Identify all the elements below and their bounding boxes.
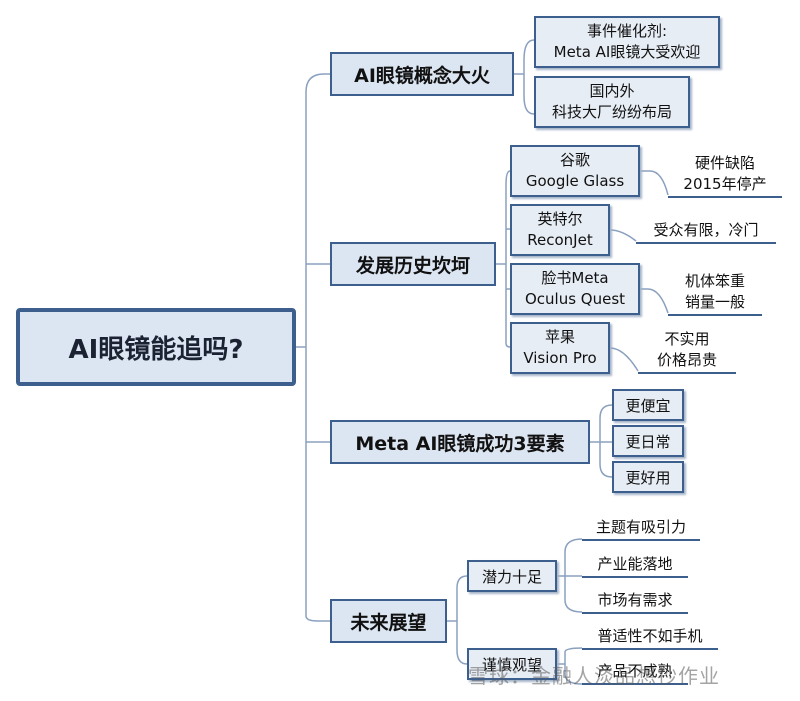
branch-history-label: 发展历史坎坷 (355, 254, 470, 277)
history-note-intel: 受众有限，冷门 (636, 216, 776, 244)
root-node-label: AI眼镜能追吗? (68, 334, 244, 365)
outlook-node-potential: 潜力十足 (467, 560, 557, 592)
outlook-note-appeal-text: 主题有吸引力 (595, 518, 686, 536)
concept-node-players-line-2: 科技大厂纷纷布局 (551, 103, 672, 121)
outlook-node-potential-label: 潜力十足 (481, 567, 542, 586)
history-node-intel-line-2: ReconJet (527, 231, 593, 249)
outlook-note-demand-text: 市场有需求 (597, 591, 673, 609)
branch-concept-label: AI眼镜概念大火 (354, 64, 490, 87)
watermark: 雪球：金融人淡品想抄作业 (468, 660, 720, 689)
concept-node-catalyst-line-2: Meta AI眼镜大受欢迎 (553, 43, 701, 61)
factor-node-cheaper-label: 更便宜 (625, 396, 671, 415)
outlook-note-maturity-text: 产品不成熟 (597, 662, 673, 680)
factor-node-usable-label: 更好用 (625, 468, 671, 487)
history-note-apple-line-1: 不实用 (664, 330, 710, 348)
history-note-meta: 机体笨重 销量一般 (668, 266, 762, 316)
history-note-apple-line-2: 价格昂贵 (656, 351, 717, 369)
history-node-apple-line-1: 苹果 (544, 328, 575, 346)
concept-node-players-line-1: 国内外 (589, 82, 635, 100)
branch-outlook: 未来展望 (330, 599, 447, 643)
concept-node-players: 国内外 科技大厂纷纷布局 (534, 76, 690, 128)
history-node-google-line-1: 谷歌 (559, 151, 590, 169)
history-note-apple: 不实用 价格昂贵 (638, 324, 736, 374)
factor-node-usable: 更好用 (612, 461, 684, 493)
root-node: AI眼镜能追吗? (16, 308, 296, 386)
factor-node-everyday-label: 更日常 (625, 432, 671, 451)
outlook-note-industry: 产业能落地 (582, 551, 688, 578)
history-node-meta-line-2: Oculus Quest (524, 290, 626, 308)
history-note-meta-line-2: 销量一般 (684, 293, 745, 311)
history-note-google-line-2: 2015年停产 (683, 175, 767, 193)
branch-factors-label: Meta AI眼镜成功3要素 (355, 432, 565, 455)
outlook-note-versatility: 普适性不如手机 (582, 622, 718, 650)
history-node-meta: 脸书Meta Oculus Quest (510, 263, 640, 315)
outlook-note-industry-text: 产业能落地 (597, 555, 673, 573)
history-note-google-line-1: 硬件缺陷 (694, 154, 755, 172)
outlook-note-appeal: 主题有吸引力 (582, 514, 700, 541)
history-node-google-line-2: Google Glass (525, 172, 625, 190)
concept-node-catalyst-line-1: 事件催化剂: (586, 22, 668, 40)
outlook-note-maturity: 产品不成熟 (582, 657, 688, 685)
concept-node-catalyst: 事件催化剂: Meta AI眼镜大受欢迎 (534, 16, 720, 68)
history-note-meta-line-1: 机体笨重 (684, 272, 745, 290)
history-node-intel: 英特尔 ReconJet (510, 204, 610, 256)
history-node-google: 谷歌 Google Glass (510, 145, 640, 197)
history-node-apple-line-2: Vision Pro (523, 349, 597, 367)
branch-history: 发展历史坎坷 (330, 242, 496, 286)
factor-node-cheaper: 更便宜 (612, 389, 684, 421)
history-note-google: 硬件缺陷 2015年停产 (668, 148, 782, 198)
history-node-intel-line-1: 英特尔 (537, 210, 583, 228)
outlook-note-demand: 市场有需求 (582, 587, 688, 614)
history-note-intel-line-1: 受众有限，冷门 (653, 221, 759, 239)
branch-outlook-label: 未来展望 (350, 611, 427, 634)
history-node-apple: 苹果 Vision Pro (510, 322, 610, 374)
branch-factors: Meta AI眼镜成功3要素 (330, 420, 590, 464)
history-node-meta-line-1: 脸书Meta (541, 269, 609, 287)
outlook-node-cautious: 谨慎观望 (467, 648, 557, 680)
branch-concept: AI眼镜概念大火 (330, 52, 514, 96)
watermark-text: 雪球：金融人淡品想抄作业 (468, 664, 720, 688)
outlook-note-versatility-text: 普适性不如手机 (597, 627, 703, 645)
factor-node-everyday: 更日常 (612, 425, 684, 457)
outlook-node-cautious-label: 谨慎观望 (481, 655, 542, 674)
